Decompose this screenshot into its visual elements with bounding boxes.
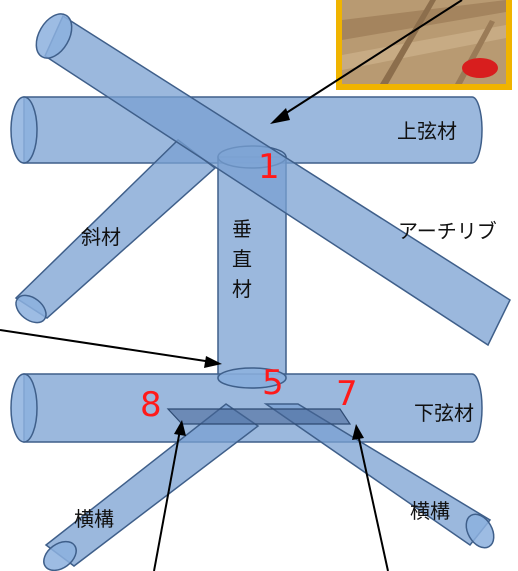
arrow-to-joint-7 — [357, 433, 389, 571]
arch-rib — [35, 13, 511, 347]
arrow-head-3 — [174, 420, 186, 436]
label-vertical-char-2: 直 — [232, 247, 252, 271]
arrows — [0, 0, 463, 571]
label-vertical-char-1: 垂 — [232, 217, 252, 241]
label-lateral-right: 横構 — [410, 499, 450, 523]
label-lateral-left: 横構 — [74, 507, 114, 531]
joint-number-7: 7 — [336, 374, 358, 414]
joint-number-5: 5 — [262, 363, 284, 403]
inset-photo — [336, 0, 512, 90]
arrow-head-4 — [352, 424, 364, 440]
arrow-to-joint-1 — [279, 0, 463, 118]
gusset-plate — [166, 408, 352, 425]
label-upper-chord: 上弦材 — [397, 119, 457, 143]
rust-spot — [462, 58, 498, 78]
label-diagonal: 斜材 — [81, 225, 121, 249]
lower-chord — [10, 373, 483, 443]
arrow-to-vertical-end — [0, 329, 213, 363]
arrow-to-joint-8 — [153, 429, 181, 571]
joint-number-1: 1 — [258, 147, 280, 187]
vertical-member-end — [217, 367, 287, 389]
label-arch-rib: アーチリブ — [398, 219, 497, 243]
arrow-head-2 — [204, 356, 222, 368]
lateral-bracing-right — [263, 403, 495, 549]
label-lower-chord: 下弦材 — [414, 401, 474, 425]
arrow-head-1 — [270, 108, 290, 124]
joint-number-8: 8 — [140, 385, 162, 425]
label-vertical-char-3: 材 — [232, 277, 252, 301]
